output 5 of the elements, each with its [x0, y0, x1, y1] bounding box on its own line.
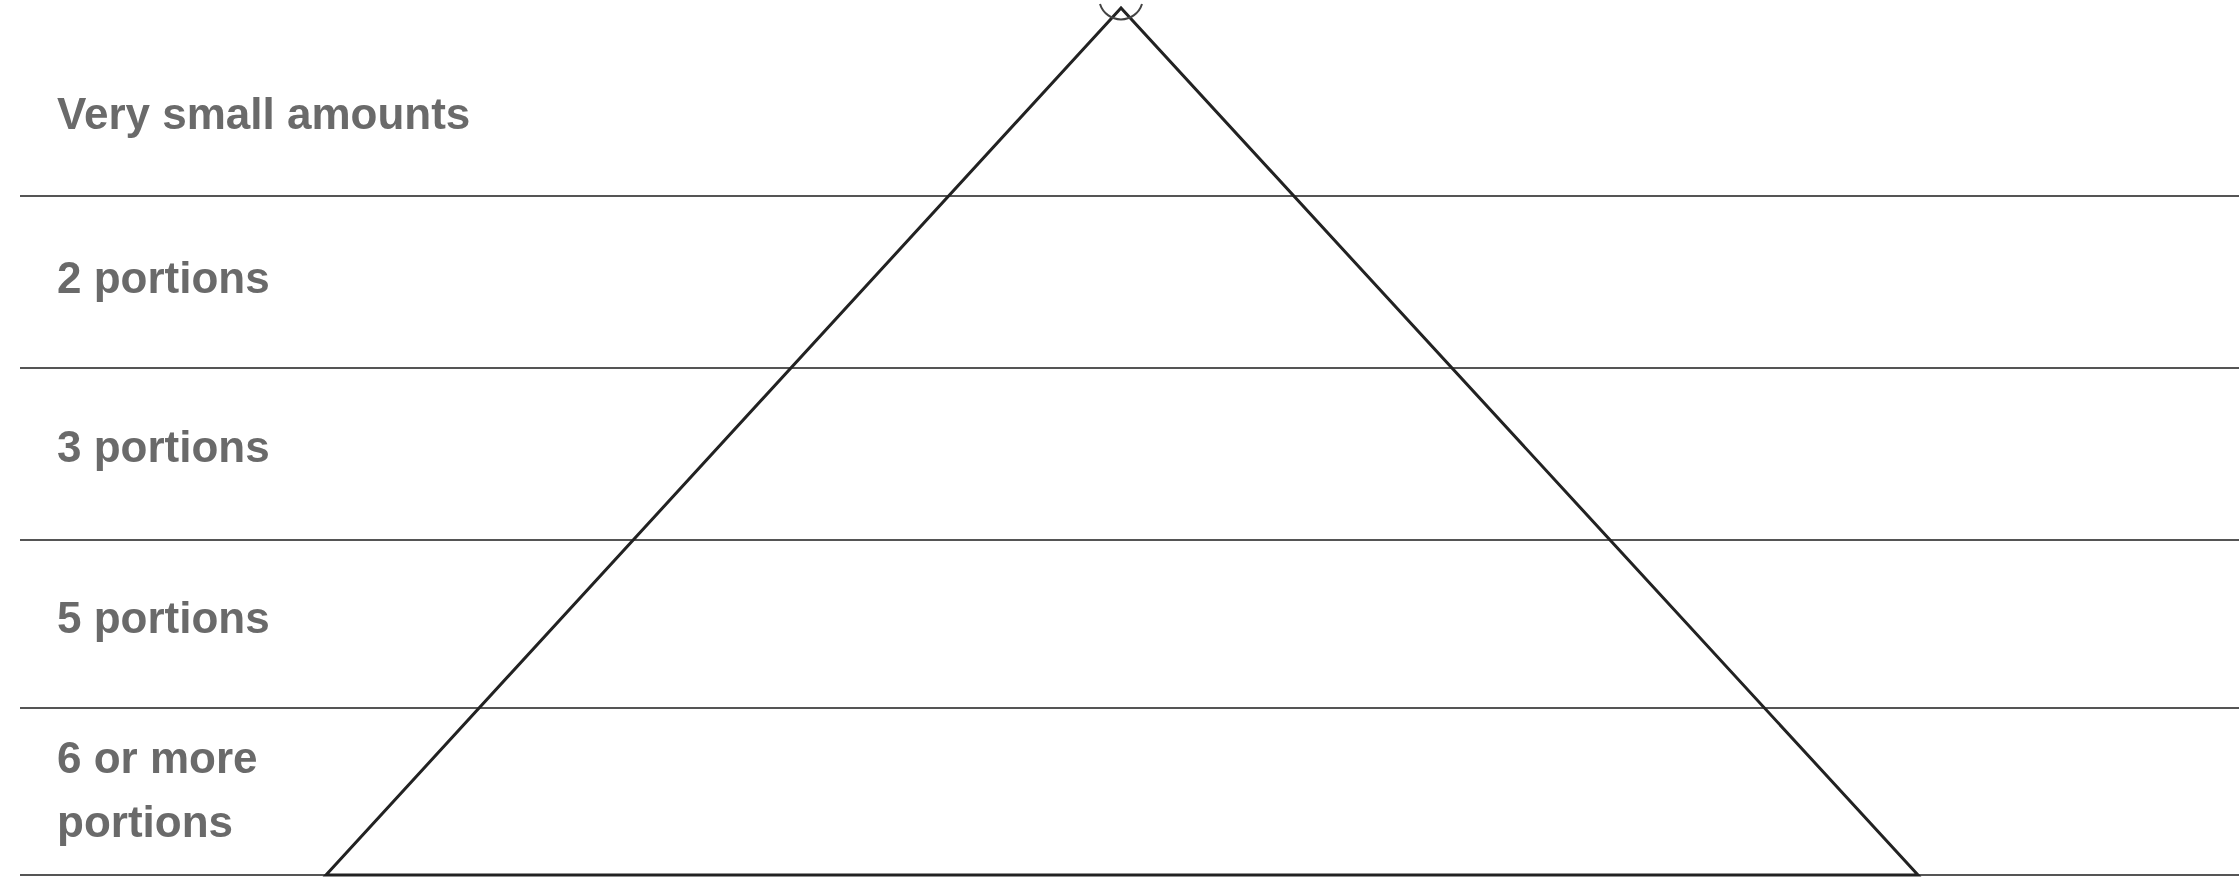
tier-label: 6 or more portions [57, 732, 259, 848]
tier-label: Very small amounts [57, 88, 472, 140]
tier-label: 5 portions [57, 592, 271, 644]
tier-label: 3 portions [57, 421, 271, 473]
tier-label: 2 portions [57, 252, 271, 304]
